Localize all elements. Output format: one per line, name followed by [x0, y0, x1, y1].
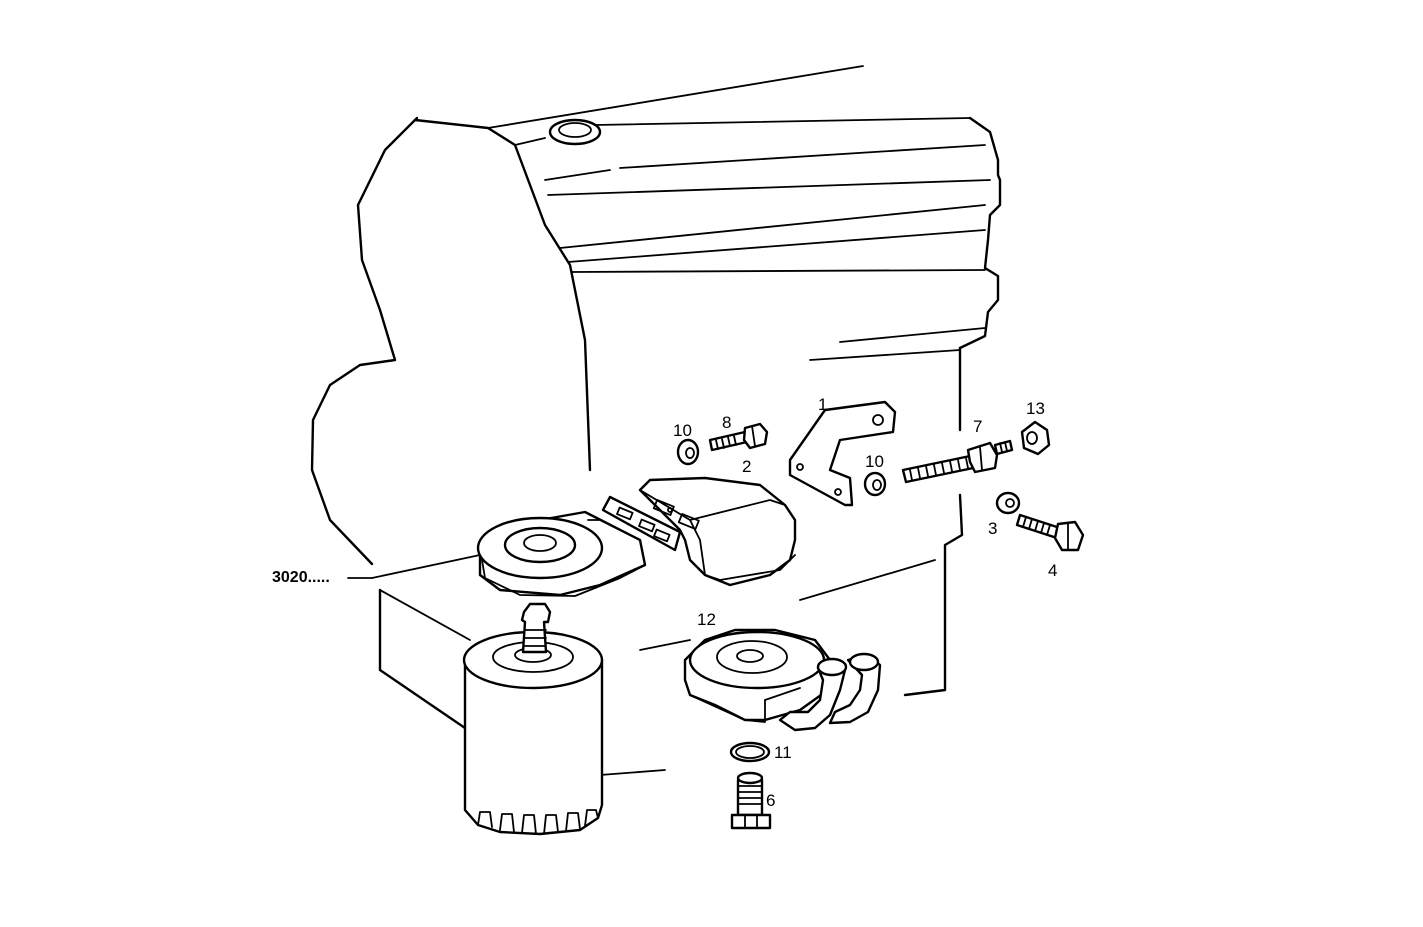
bolt-4: [1015, 513, 1085, 552]
callout-6: 6: [766, 791, 775, 810]
screw-8: [708, 422, 769, 452]
nut-13: [1020, 420, 1051, 456]
stud-7: [901, 439, 1014, 484]
callout-8: 8: [722, 413, 731, 432]
filter-adapter: [638, 476, 797, 587]
callout-11: 11: [774, 743, 792, 762]
callout-13: 13: [1026, 399, 1045, 418]
filter-head: [476, 510, 647, 597]
reference-label: 3020.....: [272, 569, 330, 586]
washer-10-left: [676, 438, 700, 466]
oil-cooler: [683, 628, 882, 732]
seal-ring-11: [729, 741, 771, 763]
callout-3: 3: [988, 519, 997, 538]
oil-filter-cartridge: [462, 602, 604, 836]
callout-4: 4: [1048, 561, 1057, 580]
engine-block: [310, 65, 1002, 776]
bracket: [788, 400, 897, 507]
washer-10-right: [863, 471, 887, 497]
washer-3: [995, 491, 1021, 515]
callout-7: 7: [973, 417, 982, 436]
callout-12: 12: [697, 610, 716, 629]
callout-1: 1: [818, 395, 827, 414]
callout-2: 2: [742, 457, 751, 476]
callout-10-right: 10: [865, 452, 884, 471]
hollow-screw-6: [730, 771, 772, 830]
callout-10-left: 10: [673, 421, 692, 440]
